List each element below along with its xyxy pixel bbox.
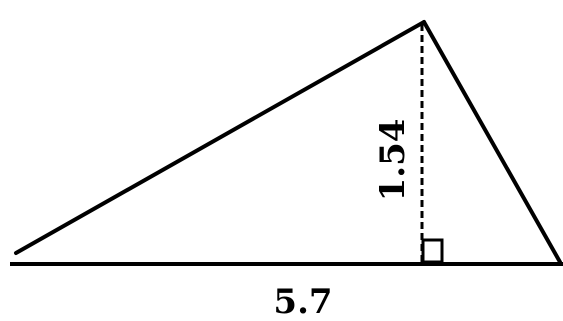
height-label: 1.54 [373, 119, 413, 202]
left-side [14, 20, 426, 255]
right-side [422, 20, 562, 264]
right-angle-marker [421, 238, 444, 264]
base-label: 5.7 [273, 282, 332, 321]
